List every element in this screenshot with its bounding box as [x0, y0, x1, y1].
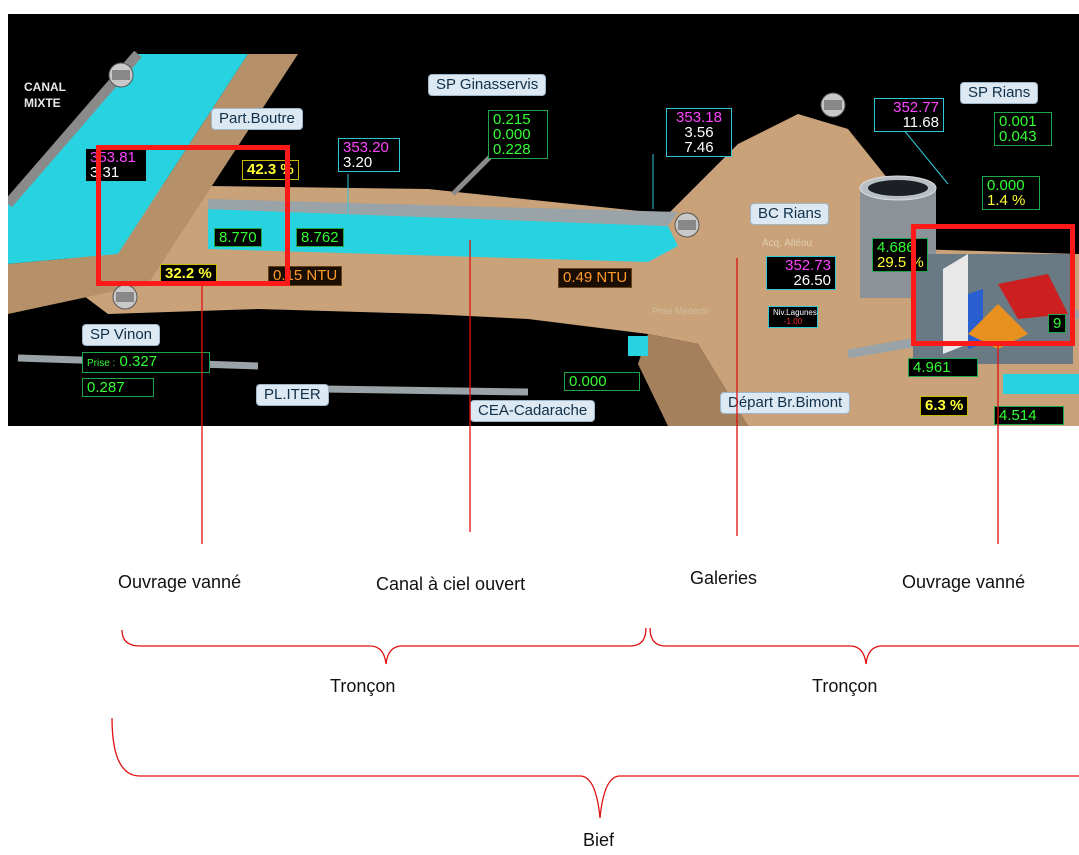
value-ntu-2: 0.49 NTU	[558, 268, 633, 288]
value-flow: 3.20	[343, 154, 373, 171]
value-box-niv-lagunes: Niv.Lagunes -1.00	[768, 306, 818, 328]
value-canal-flow-2: 8.762	[296, 228, 344, 247]
value-box-boutre-right: 353.20 3.20	[338, 138, 400, 172]
value-box-prise: Prise : 0.327	[82, 352, 210, 373]
value-flow-1: 3.56	[684, 124, 714, 141]
highlight-frame-ouvrage-2	[911, 224, 1075, 346]
annotation-canal-ciel-ouvert: Canal à ciel ouvert	[376, 574, 526, 594]
value-niv-label: Niv.Lagunes	[773, 308, 817, 317]
brace-bief	[111, 717, 1079, 819]
open-canal-wall	[208, 199, 678, 226]
value-level: 353.20	[343, 139, 389, 156]
label-pl-iter[interactable]: PL.ITER	[256, 384, 329, 406]
value-box-rians: 352.77 11.68	[874, 98, 944, 132]
value-gate-flow: 4.686	[877, 239, 915, 256]
value-boutre-pct: 42.3 %	[242, 160, 299, 180]
value-box-sp-rians: 0.001 0.043	[994, 112, 1052, 146]
value-right-4514: 4.514	[994, 406, 1064, 425]
value-sp-rians-2: 0.043	[999, 128, 1037, 145]
value-level: 353.81	[90, 149, 136, 166]
label-prise-medecin: Prise Médecin	[652, 306, 710, 316]
pump-icon	[674, 212, 700, 238]
value-gin-1: 0.215	[493, 111, 531, 128]
label-sp-vinon[interactable]: SP Vinon	[82, 324, 160, 346]
annotation-ouvrage-vanne-2: Ouvrage vanné	[902, 572, 1026, 592]
annotation-troncon-2: Tronçon	[812, 676, 878, 696]
value-box-acq: 352.73 26.50	[766, 256, 836, 290]
annotation-ouvrage-vanne-1: Ouvrage vanné	[118, 572, 242, 592]
label-sp-rians[interactable]: SP Rians	[960, 82, 1039, 104]
label-sp-ginasservis[interactable]: SP Ginasservis	[428, 74, 547, 96]
annotation-bief: Bief	[583, 830, 615, 850]
canal-mixte-label-line2: MIXTE	[24, 96, 61, 110]
annotation-troncon-1: Tronçon	[330, 676, 396, 696]
pump-icon	[820, 92, 846, 118]
value-vinon: 0.287	[82, 378, 154, 397]
open-canal-water	[208, 209, 678, 262]
value-prise: 0.327	[119, 353, 158, 370]
scada-synoptic-screenshot: CANAL MIXTE SP Ginasservis Part.Boutre S…	[8, 14, 1079, 426]
value-rians-small-1: 0.000	[987, 177, 1025, 194]
label-prise: Prise :	[87, 358, 116, 369]
value-box-mid: 353.18 3.56 7.46	[666, 108, 732, 157]
value-right-63: 6.3 %	[920, 396, 969, 416]
value-gin-2: 0.000	[493, 126, 531, 143]
value-rians-small-pct: 1.4 %	[987, 192, 1026, 209]
value-flow: 11.68	[902, 114, 939, 131]
pump-icon	[108, 62, 134, 88]
value-cea: 0.000	[564, 372, 640, 391]
value-gin-3: 0.228	[493, 141, 531, 158]
value-box-ginasservis: 0.215 0.000 0.228	[488, 110, 548, 159]
label-bc-rians[interactable]: BC Rians	[750, 203, 830, 225]
value-sp-rians-1: 0.001	[999, 113, 1037, 130]
value-niv: -1.00	[783, 317, 803, 326]
value-right-4961: 4.961	[908, 358, 978, 377]
brace-troncon-1	[121, 627, 647, 665]
value-flow: 26.50	[793, 272, 831, 289]
label-acq-alleou: Acq. Alléou	[762, 238, 813, 249]
value-box-rians-small: 0.000 1.4 %	[982, 176, 1040, 210]
value-right-9: 9	[1048, 314, 1067, 333]
annotation-galeries: Galeries	[690, 568, 758, 588]
value-level: 353.18	[676, 109, 722, 126]
value-flow-2: 7.46	[684, 139, 714, 156]
label-part-boutre[interactable]: Part.Boutre	[211, 108, 303, 130]
highlight-frame-ouvrage-1	[96, 145, 290, 286]
value-level: 352.77	[893, 99, 939, 116]
canal-mixte-label-line1: CANAL	[24, 80, 66, 94]
label-depart-bimont[interactable]: Départ Br.Bimont	[720, 392, 851, 414]
value-canal-flow-1: 8.770	[214, 228, 262, 247]
value-level: 352.73	[785, 257, 831, 274]
brace-troncon-2	[649, 627, 1079, 665]
label-cea-cadarache[interactable]: CEA-Cadarache	[470, 400, 596, 422]
